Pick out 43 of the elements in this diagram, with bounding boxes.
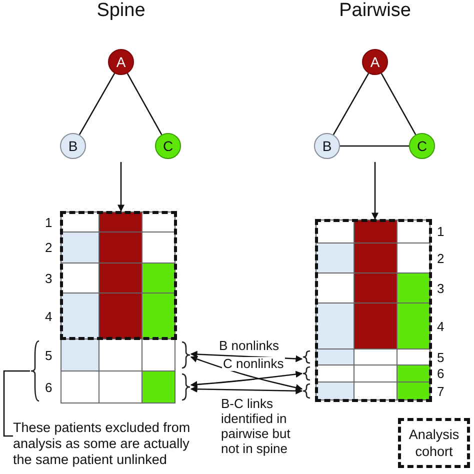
curly-brace [181, 373, 191, 401]
edge-label: C nonlinks [222, 357, 285, 371]
curly-brace [302, 366, 311, 381]
edge-label: B nonlinks [218, 339, 280, 353]
curly-brace [181, 341, 191, 369]
row-number: 3 [45, 271, 52, 286]
circle-node: B [314, 133, 340, 159]
arrow [190, 356, 303, 391]
connector-line [380, 73, 416, 135]
row-number: 5 [45, 348, 52, 363]
row-number: 2 [437, 251, 444, 266]
row-number: 2 [45, 240, 52, 255]
connector-line [78, 72, 116, 136]
circle-node: C [409, 133, 435, 159]
leader-line [3, 370, 30, 437]
row-number: 3 [437, 281, 444, 296]
circle-node: A [362, 49, 388, 75]
curly-brace [302, 383, 311, 399]
row-number: 4 [437, 319, 444, 334]
curly-brace [30, 340, 40, 402]
arrow [190, 386, 303, 394]
connector-line [340, 145, 409, 147]
legend-box: Analysis cohort [398, 418, 470, 468]
circle-node: C [155, 133, 181, 159]
row-number: 1 [45, 215, 52, 230]
arrow [372, 162, 378, 220]
arrow [190, 370, 303, 388]
curly-brace [302, 350, 311, 364]
panel-title: Pairwise [339, 0, 411, 22]
row-number: 5 [437, 350, 444, 365]
row-number: 1 [437, 224, 444, 239]
row-number: 6 [437, 366, 444, 381]
connector-line [126, 73, 162, 135]
panel-title: Spine [96, 0, 146, 22]
circle-node: B [60, 133, 86, 159]
note-text: These patients excluded from analysis as some are actually the same patient unlinked [13, 420, 205, 468]
dashed-box [60, 211, 177, 340]
row-number: 7 [437, 384, 444, 399]
row-number: 4 [45, 309, 52, 324]
row-number: 6 [45, 380, 52, 395]
connector-line [332, 72, 370, 136]
circle-node: A [108, 49, 134, 75]
arrow [118, 162, 124, 212]
